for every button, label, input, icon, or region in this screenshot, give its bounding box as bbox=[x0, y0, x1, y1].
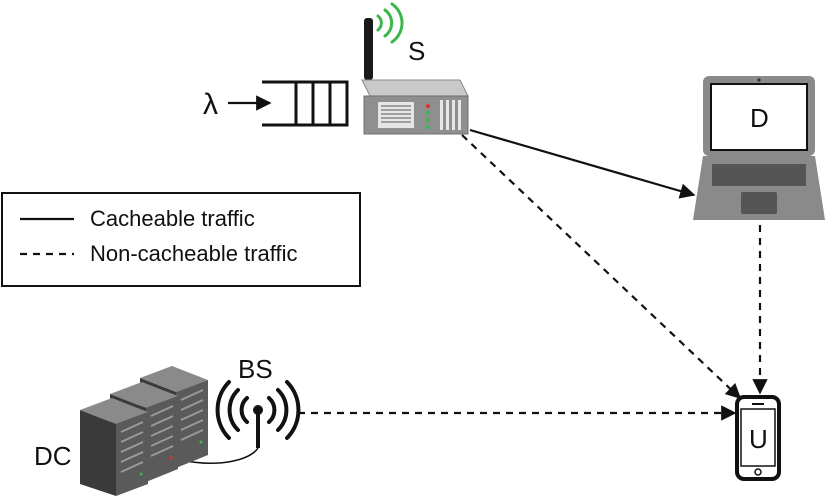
base-station-label: BS bbox=[238, 354, 273, 384]
laptop-icon bbox=[693, 76, 825, 220]
server-rack-icon bbox=[80, 366, 208, 496]
lambda-label: λ bbox=[203, 88, 218, 121]
noncacheable-link-s-to-u bbox=[461, 134, 742, 400]
smartphone-icon bbox=[735, 395, 781, 481]
phone-label: U bbox=[749, 424, 768, 454]
queue-icon bbox=[262, 80, 349, 127]
cacheable-link-s-to-d bbox=[469, 128, 696, 199]
legend-dashed-label: Non-cacheable traffic bbox=[90, 241, 298, 266]
legend-solid-label: Cacheable traffic bbox=[90, 206, 255, 231]
signal-waves-icon bbox=[376, 2, 404, 44]
datacenter-label: DC bbox=[34, 441, 72, 471]
router-label: S bbox=[408, 36, 425, 66]
legend: Cacheable traffic Non-cacheable traffic bbox=[1, 192, 361, 287]
base-station-icon bbox=[179, 380, 301, 464]
laptop-label: D bbox=[750, 103, 769, 133]
wireless-router-icon bbox=[361, 2, 469, 135]
